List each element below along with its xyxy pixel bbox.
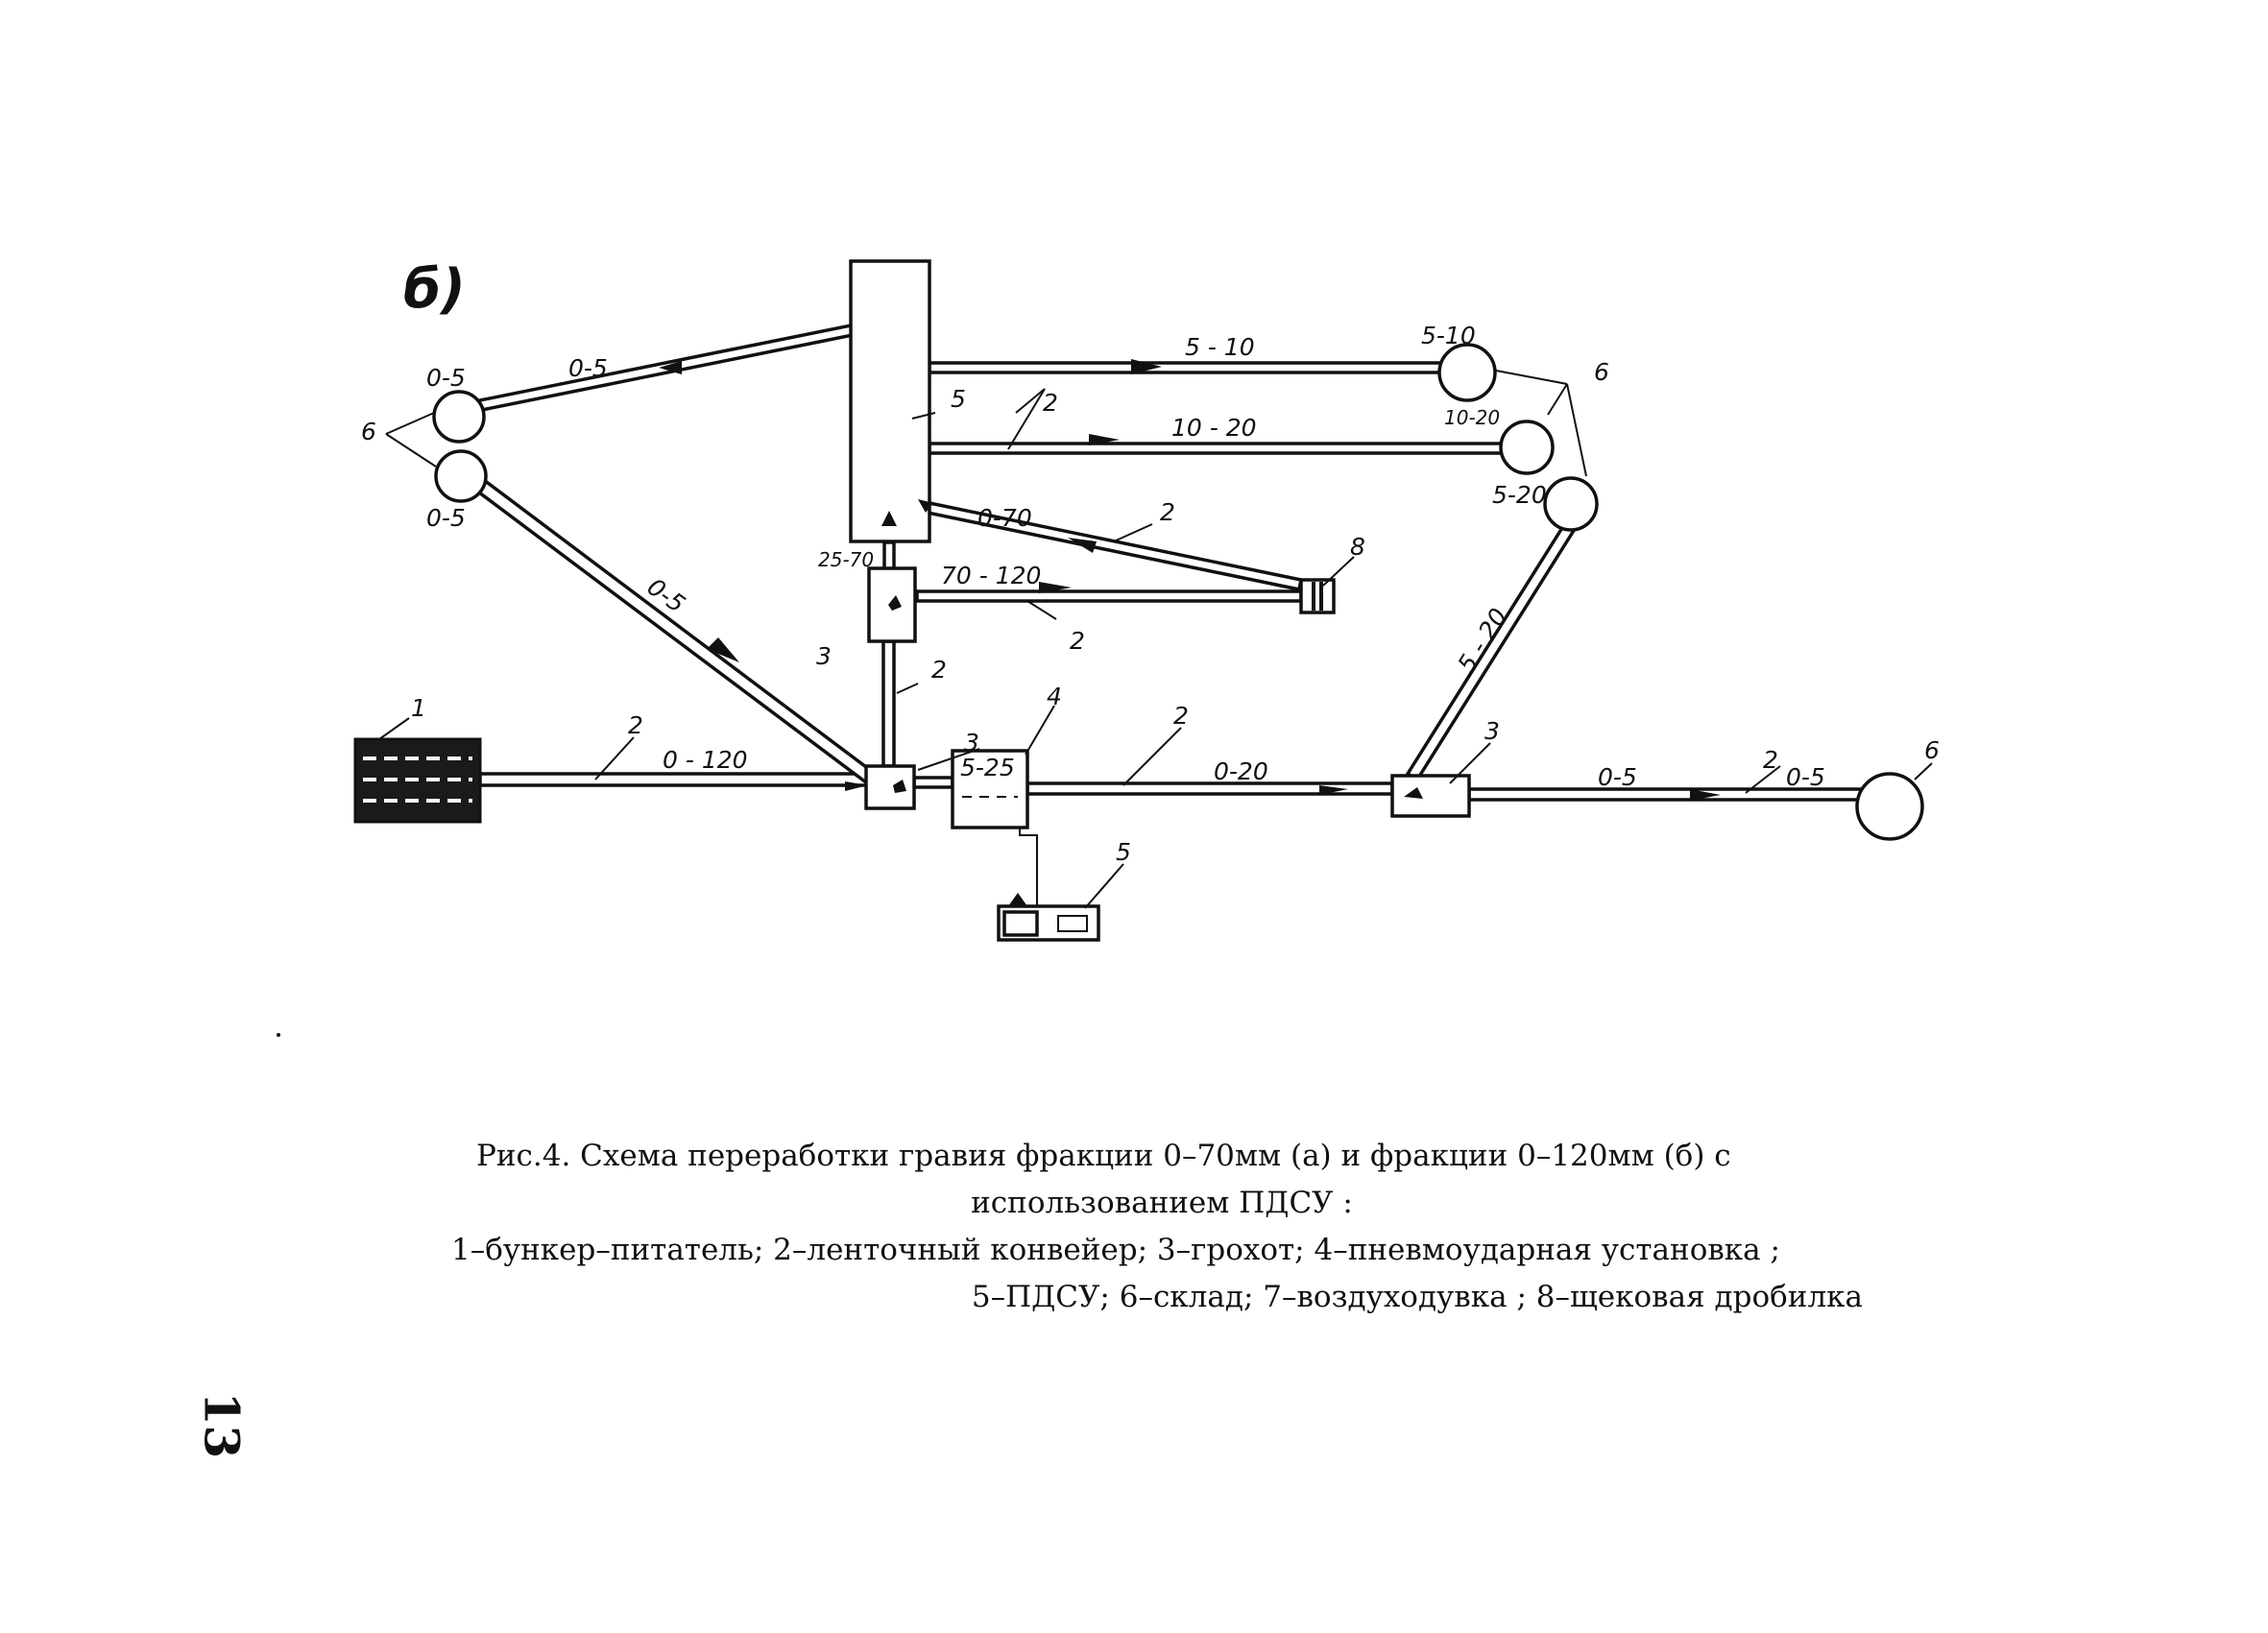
arrow-0-5-right <box>1690 789 1721 801</box>
screen-lower-mark <box>893 780 906 793</box>
figure-caption: Рис.4. Схема переработки гравия фракции … <box>451 1133 1872 1321</box>
stockpile-5-10 <box>1437 343 1497 402</box>
label-5-20-stock: 5-20 <box>1492 481 1547 509</box>
num-2-020: 2 <box>1173 702 1189 730</box>
jaw-crusher <box>1299 578 1336 614</box>
belt-70-120 <box>915 589 1303 603</box>
caption-line-1: Рис.4. Схема переработки гравия фракции … <box>476 1139 1731 1173</box>
num-3-right: 3 <box>1484 717 1500 745</box>
num-6-right: 6 <box>1594 358 1609 386</box>
page-number: 13 <box>193 1391 251 1459</box>
flow-arrows <box>659 359 1721 801</box>
stockpile-10-20 <box>1499 420 1555 475</box>
num-5-pdsu: 5 <box>951 385 966 413</box>
item-numbers: 6 6 6 1 2 2 2 2 2 2 2 5 5 3 3 3 4 8 <box>361 358 1940 866</box>
num-5-blower: 5 <box>1116 838 1131 866</box>
label-0-5-upper-stock: 0-5 <box>426 364 466 392</box>
belt-5-10 <box>928 361 1448 374</box>
arrow-0-70 <box>1068 538 1097 553</box>
arrow-70-120 <box>1039 582 1072 593</box>
num-2-070: 2 <box>1160 498 1175 526</box>
arrow-25-70 <box>881 511 897 526</box>
arrow-0-5-upper <box>659 361 682 374</box>
label-70-120: 70 - 120 <box>941 562 1041 589</box>
label-10-20-stock: 10-20 <box>1444 406 1500 429</box>
num-4: 4 <box>1047 683 1062 710</box>
belt-vertical-upper <box>882 540 896 571</box>
blower-nozzle <box>1008 893 1027 906</box>
num-2-right: 2 <box>1763 746 1778 774</box>
belt-vertical-lower <box>881 639 896 768</box>
arrow-5-10 <box>1131 359 1162 374</box>
num-6-far: 6 <box>1924 736 1940 764</box>
screen-lower <box>864 764 916 810</box>
blower-inner <box>1002 910 1039 937</box>
pdsu-unit <box>849 259 931 543</box>
arrow-0-5-diagonal <box>707 637 739 662</box>
arrow-into-screen <box>845 781 868 791</box>
caption-line-4: 5–ПДСУ; 6–склад; 7–воздуходувка ; 8–щеко… <box>971 1280 1863 1314</box>
stockpile-0-5-upper <box>432 390 486 444</box>
num-8: 8 <box>1350 533 1365 561</box>
belt-10-20 <box>928 442 1508 455</box>
stockpiles <box>432 343 1924 841</box>
stockpile-0-5-lower <box>434 449 488 503</box>
label-10-20-belt: 10 - 20 <box>1171 414 1257 442</box>
arrow-10-20 <box>1089 434 1120 445</box>
num-6-left: 6 <box>361 418 376 445</box>
label-0-5-right-stock: 0-5 <box>1786 763 1825 791</box>
panel-label: б) <box>403 258 466 321</box>
label-0-120: 0 - 120 <box>663 746 748 774</box>
belt-0-120 <box>478 772 868 787</box>
caption-line-2: использованием ПДСУ : <box>971 1186 1353 1220</box>
air-line <box>1019 828 1038 910</box>
blower-window <box>1057 915 1088 932</box>
label-0-5-right-belt: 0-5 <box>1598 763 1637 791</box>
conveyor-belts <box>463 323 1876 802</box>
num-3-lower: 3 <box>964 729 979 756</box>
label-0-5-upper-belt: 0-5 <box>568 354 608 382</box>
num-2-70120: 2 <box>1070 627 1085 655</box>
label-0-20: 0-20 <box>1214 757 1268 785</box>
caption-line-3: 1–бункер–питатель; 2–ленточный конвейер;… <box>451 1233 1780 1267</box>
leader-lines <box>378 370 1933 909</box>
num-2-vertical: 2 <box>931 656 947 684</box>
label-25-70: 25-70 <box>818 548 874 571</box>
label-0-70: 0-70 <box>977 504 1032 532</box>
label-5-10-stock: 5-10 <box>1421 322 1476 349</box>
belt-0-5-upper <box>463 323 856 416</box>
arrow-0-20 <box>1319 785 1348 795</box>
num-2-top: 2 <box>1043 389 1058 417</box>
belt-0-5-diagonal <box>465 471 877 785</box>
label-5-25: 5-25 <box>960 754 1015 781</box>
label-0-5-lower-stock: 0-5 <box>426 504 466 532</box>
screen-upper-mark <box>888 595 902 611</box>
stray-dot <box>277 1033 280 1037</box>
num-2-feeder: 2 <box>628 711 643 739</box>
screen-right <box>1390 774 1471 818</box>
stockpile-0-5-right <box>1855 772 1924 841</box>
pneumatic-unit <box>951 749 1029 829</box>
stockpile-5-20 <box>1543 476 1599 532</box>
num-1: 1 <box>411 694 426 722</box>
belt-screen-pneumatic <box>912 776 954 789</box>
equipment <box>353 259 1471 942</box>
arrow-pdsu-inlet <box>918 499 933 513</box>
screen-right-mark <box>1404 787 1423 799</box>
label-5-10-belt: 5 - 10 <box>1185 333 1255 361</box>
num-3-upper: 3 <box>816 642 832 670</box>
